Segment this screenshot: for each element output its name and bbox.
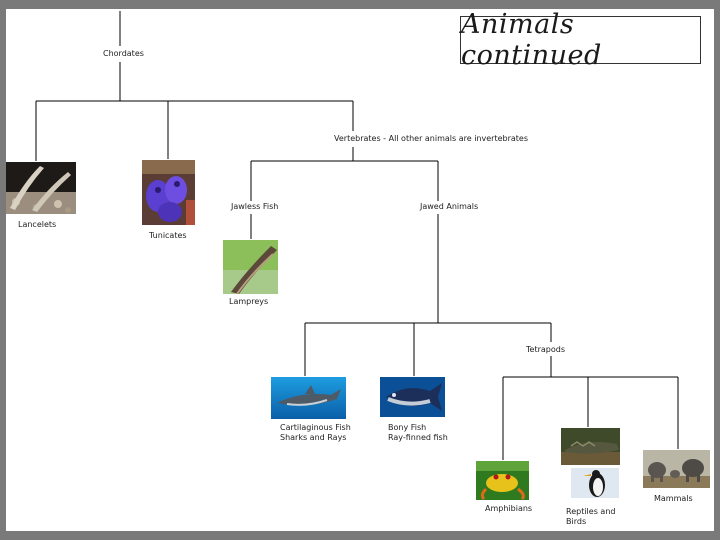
- leaf-amphibians: Amphibians: [485, 504, 533, 513]
- frog-photo: [476, 461, 529, 500]
- elephant-photo: [643, 450, 710, 488]
- lamprey-photo: [223, 240, 278, 294]
- crocodile-photo: [561, 428, 620, 465]
- leaf-cartilaginous-fish: Cartilaginous Fish: [280, 423, 351, 432]
- node-chordates: Chordates: [103, 49, 144, 58]
- tree-lines: [35, 11, 679, 460]
- leaf-tunicates: Tunicates: [149, 231, 187, 240]
- slide: Animals continued Chordates Vertebrates …: [6, 9, 714, 531]
- penguin-photo: [571, 468, 619, 498]
- tuna-photo: [380, 377, 445, 417]
- leaf-mammals: Mammals: [654, 494, 693, 503]
- node-jawed-animals: Jawed Animals: [420, 202, 479, 211]
- leaf-reptiles-and: Reptiles and: [566, 507, 616, 516]
- leaf-lancelets: Lancelets: [18, 220, 57, 229]
- tunicate-photo: [142, 160, 195, 225]
- leaf-ray-finned-fish: Ray-finned fish: [388, 433, 448, 442]
- slide-title: Animals continued: [461, 9, 602, 71]
- shark-photo: [271, 377, 346, 419]
- leaf-bony-fish: Bony Fish: [388, 423, 427, 432]
- leaf-birds: Birds: [566, 517, 587, 526]
- node-jawless-fish: Jawless Fish: [231, 202, 279, 211]
- node-vertebrates: Vertebrates - All other animals are inve…: [334, 134, 529, 143]
- node-tetrapods: Tetrapods: [526, 345, 565, 354]
- leaf-lampreys: Lampreys: [229, 297, 269, 306]
- leaf-sharks-and-rays: Sharks and Rays: [280, 433, 347, 442]
- title-box: Animals continued: [460, 9, 701, 71]
- lancelet-photo: [6, 162, 76, 214]
